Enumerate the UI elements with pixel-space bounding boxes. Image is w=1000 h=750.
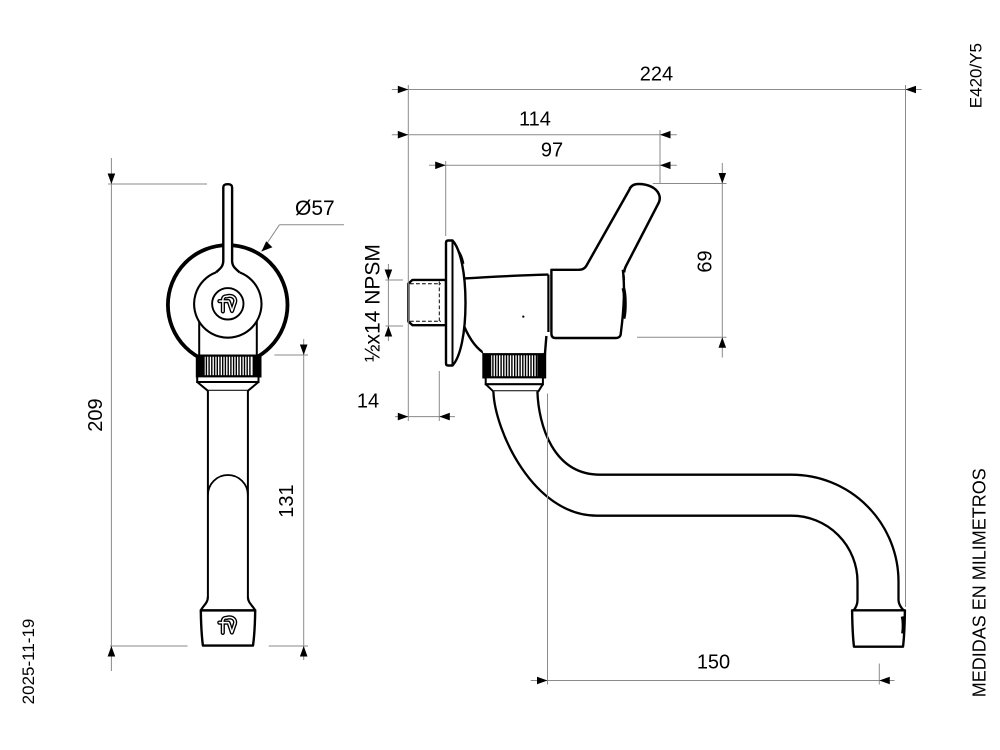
svg-text:209: 209 bbox=[85, 398, 107, 431]
svg-text:½x14 NPSM: ½x14 NPSM bbox=[362, 244, 385, 362]
svg-text:114: 114 bbox=[519, 109, 551, 131]
svg-text:MEDIDAS EN MILIMETROS: MEDIDAS EN MILIMETROS bbox=[970, 468, 990, 697]
svg-text:2025-11-19: 2025-11-19 bbox=[19, 619, 38, 705]
svg-text:150: 150 bbox=[697, 652, 730, 674]
svg-text:E420/Y5: E420/Y5 bbox=[967, 43, 986, 108]
svg-text:131: 131 bbox=[276, 484, 298, 517]
svg-text:Ø57: Ø57 bbox=[295, 197, 335, 220]
svg-text:69: 69 bbox=[695, 250, 717, 272]
svg-text:97: 97 bbox=[541, 139, 563, 161]
svg-text:224: 224 bbox=[640, 64, 673, 86]
svg-text:14: 14 bbox=[357, 391, 379, 413]
